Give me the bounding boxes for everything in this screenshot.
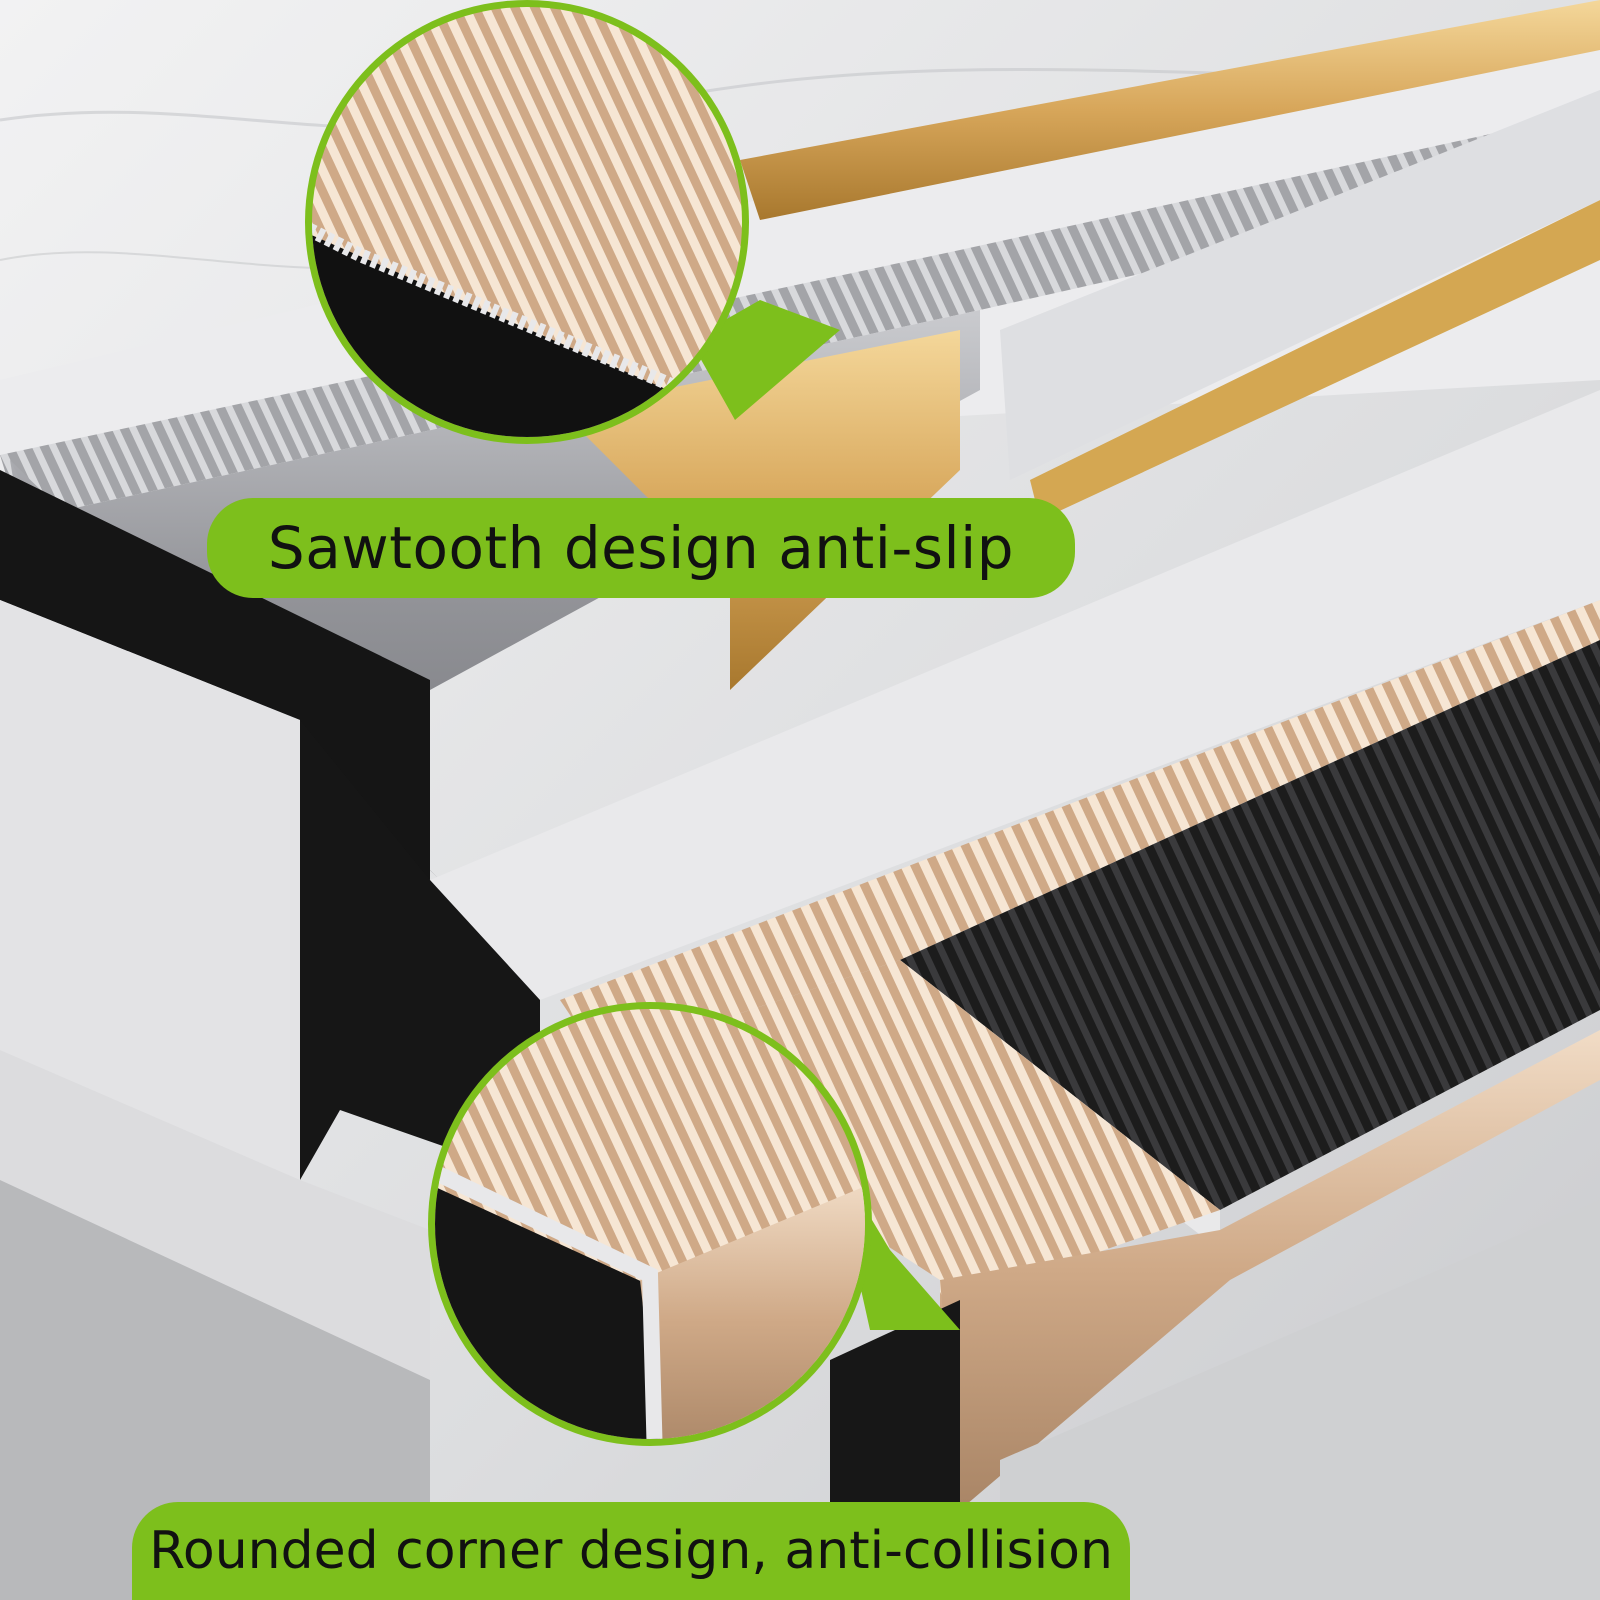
magnifier-lens-sawtooth-icon	[305, 0, 840, 444]
caption-sawtooth-anti-slip: Sawtooth design anti-slip	[207, 498, 1075, 598]
caption-rounded-corner-anti-collision: Rounded corner design, anti-collision	[132, 1502, 1130, 1600]
